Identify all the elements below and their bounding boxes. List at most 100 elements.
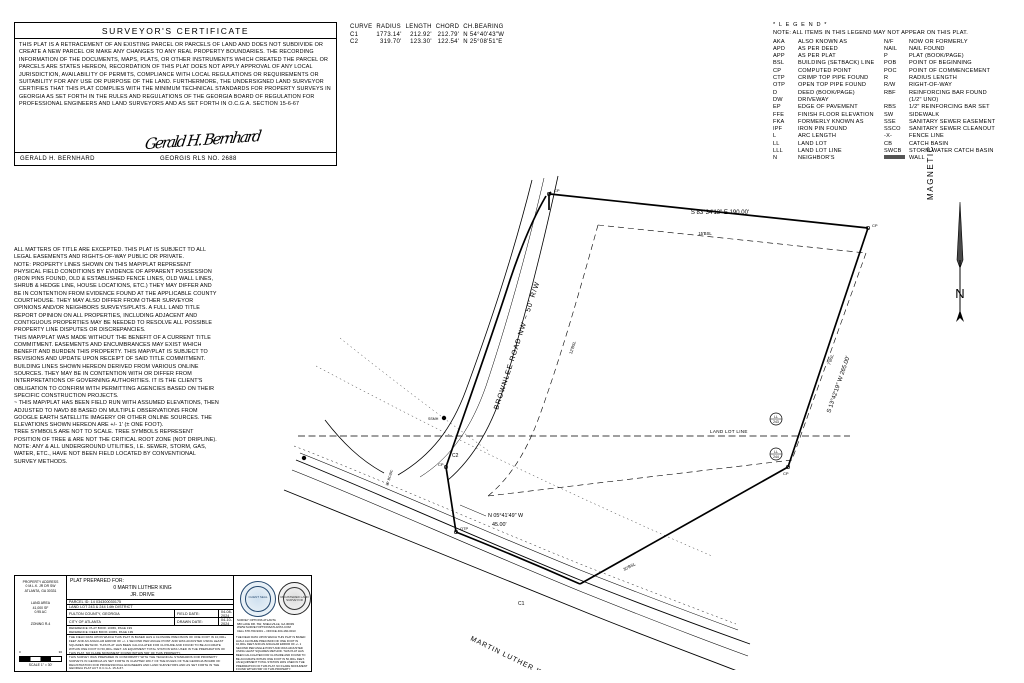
drawn-date-value: 04-10-2024 xyxy=(221,617,232,626)
legend-item-symbol: D xyxy=(773,89,778,96)
county-value: FULTON COUNTY, GEORGIA xyxy=(67,610,175,617)
land-lot-marker-243: LL 243 xyxy=(769,412,783,426)
legend-item-symbol: BSL xyxy=(773,60,785,67)
legend-item-text: POINT OF COMMENCEMENT xyxy=(909,67,991,74)
curve-label-c2: C2 xyxy=(452,453,459,459)
curve-chord: 212.79' xyxy=(437,31,460,38)
land-lot-number: 243 xyxy=(773,420,779,424)
scale-bar-graphic xyxy=(19,655,62,662)
seal-registration-text: REGISTERED LAND SURVEYOR xyxy=(280,595,309,603)
land-area-sf: 41,000 SF xyxy=(32,605,49,610)
curve-header-radius: RADIUS xyxy=(376,24,401,30)
north-letter: N xyxy=(955,286,964,301)
legend-item-symbol: APD xyxy=(773,45,786,52)
legend-item-text: LAND LOT LINE xyxy=(798,148,842,155)
mlk-sidewalk xyxy=(293,445,737,625)
city-and-drawn-date-row: CITY OF ATLANTA DRAWN DATE: 04-10-2024 xyxy=(67,618,233,626)
legend-item-text: REINFORCING BAR FOUND xyxy=(909,89,987,96)
field-data-note: THE FIELD DATA UPON WHICH THIS PLAT IS B… xyxy=(67,635,233,655)
surveyor-seal-registration: REGISTERED LAND SURVEYOR xyxy=(278,582,311,615)
legend-item-wall: WALL xyxy=(884,155,1008,162)
curve-table-header-row: CURVE RADIUS LENGTH CHORD CH.BEARING xyxy=(350,24,508,32)
curve-header-curve: CURVE xyxy=(350,24,373,30)
legend-item-text: SANITARY SEWER EASEMENT xyxy=(909,118,996,125)
legend-item-text: CATCH BASIN xyxy=(909,140,949,147)
curve-length: 123.30' xyxy=(410,39,432,45)
legend-item: D DEED (BOOK/PAGE) xyxy=(773,90,884,97)
legend-item-text: FORMERLY KNOWN AS xyxy=(798,118,864,125)
plat-drawing-svg: LAND LOT LINE LL 243 LL 244 xyxy=(283,175,878,670)
legend-item: SSE SANITARY SEWER EASEMENT xyxy=(884,119,1008,126)
firm-contact-info: SURVEY OPTIONS ATLANTA 680 LAKE DR. SW, … xyxy=(237,618,309,634)
scale-tick-labels: 0 30 xyxy=(19,650,62,654)
legend-item-text: DEED (BOOK/PAGE) xyxy=(798,89,855,96)
surveyor-name: GERALD H. BERNHARD xyxy=(20,156,95,162)
street-label-brownlee-road: BROWNLEE ROAD NW ~ 50' R/W xyxy=(493,281,541,411)
legend-item: (1/2" UNO) xyxy=(884,97,1008,104)
curve-table-row: C1 1773.14' 212.92' 212.79' N 54°40'43"W xyxy=(350,32,508,40)
setback-label-7: 7'BSL xyxy=(826,353,834,366)
legend-item-symbol: SSE xyxy=(884,118,896,125)
scale-end: 30 xyxy=(58,650,62,655)
legend-item-text: FINISH FLOOR ELEVATION xyxy=(798,111,874,118)
land-lot-line-label: LAND LOT LINE xyxy=(710,429,748,434)
curve-radius: 319.70' xyxy=(380,39,402,45)
point-label-cp: CP xyxy=(872,223,878,228)
legend-item-symbol: AKA xyxy=(773,38,785,45)
point-label-cp: CP xyxy=(438,462,444,467)
firm-website[interactable]: WWW.SURVEYOPTIONSATLANTA.COM xyxy=(237,625,291,630)
brownlee-road-right-of-way xyxy=(324,175,559,481)
land-lot-abbrev: LL xyxy=(774,415,778,419)
legend-item-text: ARC LENGTH xyxy=(798,133,837,140)
legend-item-text: IRON PIN FOUND xyxy=(798,126,848,133)
legend-item-text: SIDEWALK xyxy=(909,111,940,118)
wall-swatch-icon xyxy=(884,155,905,160)
curve-label-c1: C1 xyxy=(518,601,525,607)
land-area-group: LAND AREA 41,000 SF 0.95 AC xyxy=(15,601,66,614)
legend-item-symbol: FFE xyxy=(773,111,785,118)
building-setback-lines xyxy=(487,224,867,497)
legend-item-text: OPEN TOP PIPE FOUND xyxy=(798,82,867,89)
reference-row: REFERENCE: PLAT BOOK 10069, PAGE 199 REF… xyxy=(67,626,233,635)
surveyor-license: GEORGIS RLS NO. 2688 xyxy=(160,156,237,162)
monument-markers: CP CP CP CP OTP xyxy=(301,188,878,535)
legend-item: LLL LAND LOT LINE xyxy=(773,148,884,155)
legend-item-text: NOW OR FORMERLY xyxy=(909,38,968,45)
title-block-right-column: CLIENT SEAL REGISTERED LAND SURVEYOR SUR… xyxy=(233,576,311,671)
legend-item-symbol: CTP xyxy=(773,75,785,82)
distance-label-west-jog: 45.00' xyxy=(492,522,507,528)
curve-header-chord: CHORD xyxy=(435,24,460,30)
seal-primary-text: CLIENT SEAL xyxy=(248,595,268,600)
legend-item-text: SANITARY SEWER CLEANOUT xyxy=(909,126,996,133)
legend-item-symbol: NAIL xyxy=(884,45,898,52)
land-lot-row: LAND LOT 243 & 244 14th DISTRICT xyxy=(67,605,233,610)
point-label-otp: OTP xyxy=(460,526,469,531)
property-address-label: PROPERTY ADDRESS xyxy=(22,580,59,584)
utility-lines xyxy=(315,337,713,557)
legend-item-text: LAND LOT xyxy=(798,140,827,147)
manhole-ssmh: SSMH xyxy=(428,415,447,421)
certificate-signature-area: Gerald H. Bernhard xyxy=(15,127,336,153)
plat-drawing: LAND LOT LINE LL 243 LL 244 xyxy=(280,170,980,670)
pavement-label-mlk: 61' BC/BC xyxy=(468,669,485,670)
curve-radius: 1773.14' xyxy=(376,31,402,38)
legend-block: * L E G E N D * NOTE: ALL ITEMS IN THIS … xyxy=(773,22,1008,163)
legend-item-symbol: LLL xyxy=(773,148,783,155)
monument-cp-north-west: CP xyxy=(546,188,560,197)
scale-start: 0 xyxy=(19,650,21,655)
legend-item-text: AS PER DEED xyxy=(798,45,838,52)
legend-item-text: NEIGHBOR'S xyxy=(798,155,835,162)
brownlee-road-edge-of-pavement xyxy=(419,177,545,478)
curve-header-bearing: CH.BEARING xyxy=(463,24,504,30)
legend-item-text: (1/2" UNO) xyxy=(909,96,939,103)
note-paragraph: TREE SYMBOLS ARE NOT TO SCALE. TREE SYMB… xyxy=(14,429,217,443)
legend-item-text: COMPUTED POINT xyxy=(798,67,852,74)
